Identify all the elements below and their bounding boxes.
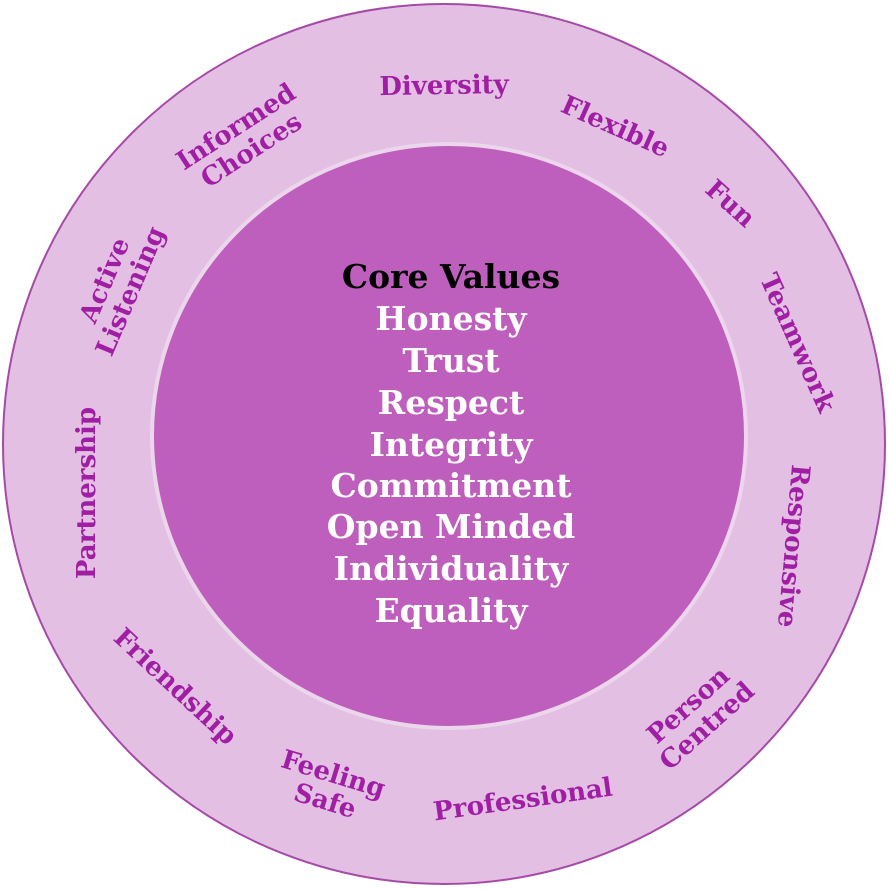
core-value-integrity: Integrity bbox=[369, 425, 533, 464]
core-values-title: Core Values bbox=[342, 257, 560, 296]
core-value-commitment: Commitment bbox=[330, 466, 572, 505]
core-value-equality: Equality bbox=[374, 591, 528, 630]
core-value-respect: Respect bbox=[378, 383, 525, 422]
ring-label-partnership-text: Partnership bbox=[72, 407, 102, 579]
core-values-group: Core Values Honesty Trust Respect Integr… bbox=[327, 257, 576, 630]
core-value-open-minded: Open Minded bbox=[327, 507, 576, 546]
core-value-trust: Trust bbox=[402, 341, 500, 380]
ring-label-diversity-text: Diversity bbox=[379, 70, 510, 102]
core-value-individuality: Individuality bbox=[334, 549, 570, 588]
core-value-honesty: Honesty bbox=[375, 299, 527, 338]
ring-label-diversity: Diversity bbox=[379, 70, 510, 102]
ring-label-partnership: Partnership bbox=[72, 407, 102, 579]
inner-circle bbox=[150, 142, 748, 730]
